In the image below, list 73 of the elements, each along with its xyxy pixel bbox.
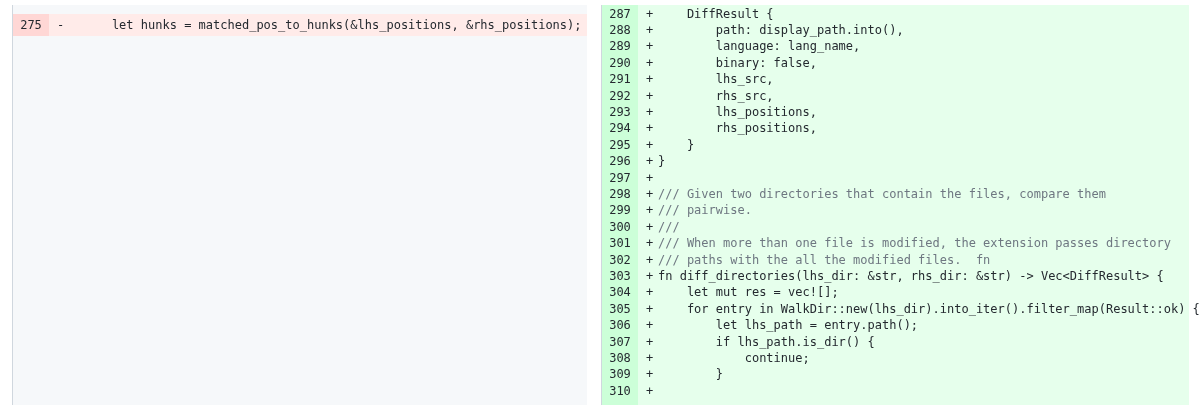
code-line: let hunks = matched_pos_to_hunks(&lhs_positions, &rhs_positions); [110, 17, 582, 34]
diff-marker: + [646, 284, 655, 301]
code-line: let mut res = vec![]; [685, 284, 839, 301]
code-line: /// paths with the all the modified files. fn [658, 251, 991, 268]
code-line: let lhs_path = entry.path(); [714, 317, 919, 334]
diff-marker: + [646, 235, 655, 252]
line-number: 275 [13, 14, 49, 36]
diff-marker: + [646, 317, 655, 334]
diff-marker: + [646, 21, 655, 39]
line-number: 293 [608, 103, 632, 121]
code-line: } [685, 136, 695, 154]
line-number: 300 [608, 218, 632, 236]
diff-marker: + [646, 251, 655, 268]
code-line: binary: false, [714, 54, 817, 72]
diff-marker: + [646, 333, 655, 350]
line-number: 289 [608, 38, 632, 55]
line-number: 297 [608, 169, 632, 186]
code-line: rhs_positions, [714, 120, 817, 137]
line-number: 301 [608, 235, 632, 252]
diff-marker: + [646, 87, 655, 104]
diff-marker: + [646, 103, 655, 121]
code-line: lhs_positions, [714, 103, 817, 121]
line-number: 308 [608, 349, 632, 367]
line-number: 288 [608, 21, 632, 39]
line-number: 299 [608, 202, 632, 219]
line-number: 306 [608, 317, 632, 334]
code-line: if lhs_path.is_dir() { [714, 333, 875, 350]
line-number: 304 [608, 284, 632, 301]
line-number: 310 [608, 382, 632, 400]
line-number: 298 [608, 185, 632, 203]
code-line: path: display_path.into(), [714, 21, 904, 39]
diff-marker: + [646, 5, 655, 22]
line-number: 292 [608, 87, 632, 104]
line-number: 287 [608, 5, 632, 22]
diff-marker: + [646, 38, 655, 55]
code-line: lhs_src, [714, 71, 774, 88]
code-line: /// pairwise. [658, 202, 752, 219]
diff-marker: + [646, 169, 655, 186]
line-number: 296 [608, 153, 632, 170]
line-number: 307 [608, 333, 632, 350]
code-line: } [714, 366, 724, 383]
diff-marker: + [646, 300, 655, 318]
diff-marker: - [57, 17, 66, 34]
code-line: continue; [743, 349, 810, 367]
line-number: 303 [608, 267, 632, 285]
code-line: fn diff_directories(lhs_dir: &str, rhs_dir: &str) -> Vec<DiffResult> { [658, 267, 1164, 285]
code-line: language: lang_name, [714, 38, 861, 55]
code-line: for entry in WalkDir::new(lhs_dir).into_iter().filter_map(Result::ok) { [685, 300, 1200, 318]
diff-marker: + [646, 349, 655, 367]
code-line: rhs_src, [714, 87, 774, 104]
diff-marker: + [646, 267, 655, 285]
line-number: 291 [608, 71, 632, 88]
diff-marker: + [646, 120, 655, 137]
diff-marker: + [646, 366, 655, 383]
line-number: 305 [608, 300, 632, 318]
line-number: 295 [608, 136, 632, 154]
code-line: /// [658, 218, 680, 236]
diff-marker: + [646, 202, 655, 219]
diff-marker: + [646, 54, 655, 72]
line-number: 290 [608, 54, 632, 72]
code-line: } [658, 153, 666, 170]
line-number: 294 [608, 120, 632, 137]
diff-marker: + [646, 218, 655, 236]
line-number: 302 [608, 251, 632, 268]
code-line: DiffResult { [685, 5, 774, 22]
diff-marker: + [646, 71, 655, 88]
code-line: /// Given two directories that contain the files, compare them [658, 185, 1106, 203]
diff-marker: + [646, 136, 655, 154]
diff-marker: + [646, 185, 655, 203]
diff-marker: + [646, 153, 655, 170]
line-number: 309 [608, 366, 632, 383]
code-line: /// When more than one file is modified, the extension passes directory [658, 235, 1171, 252]
diff-marker: + [646, 382, 655, 400]
